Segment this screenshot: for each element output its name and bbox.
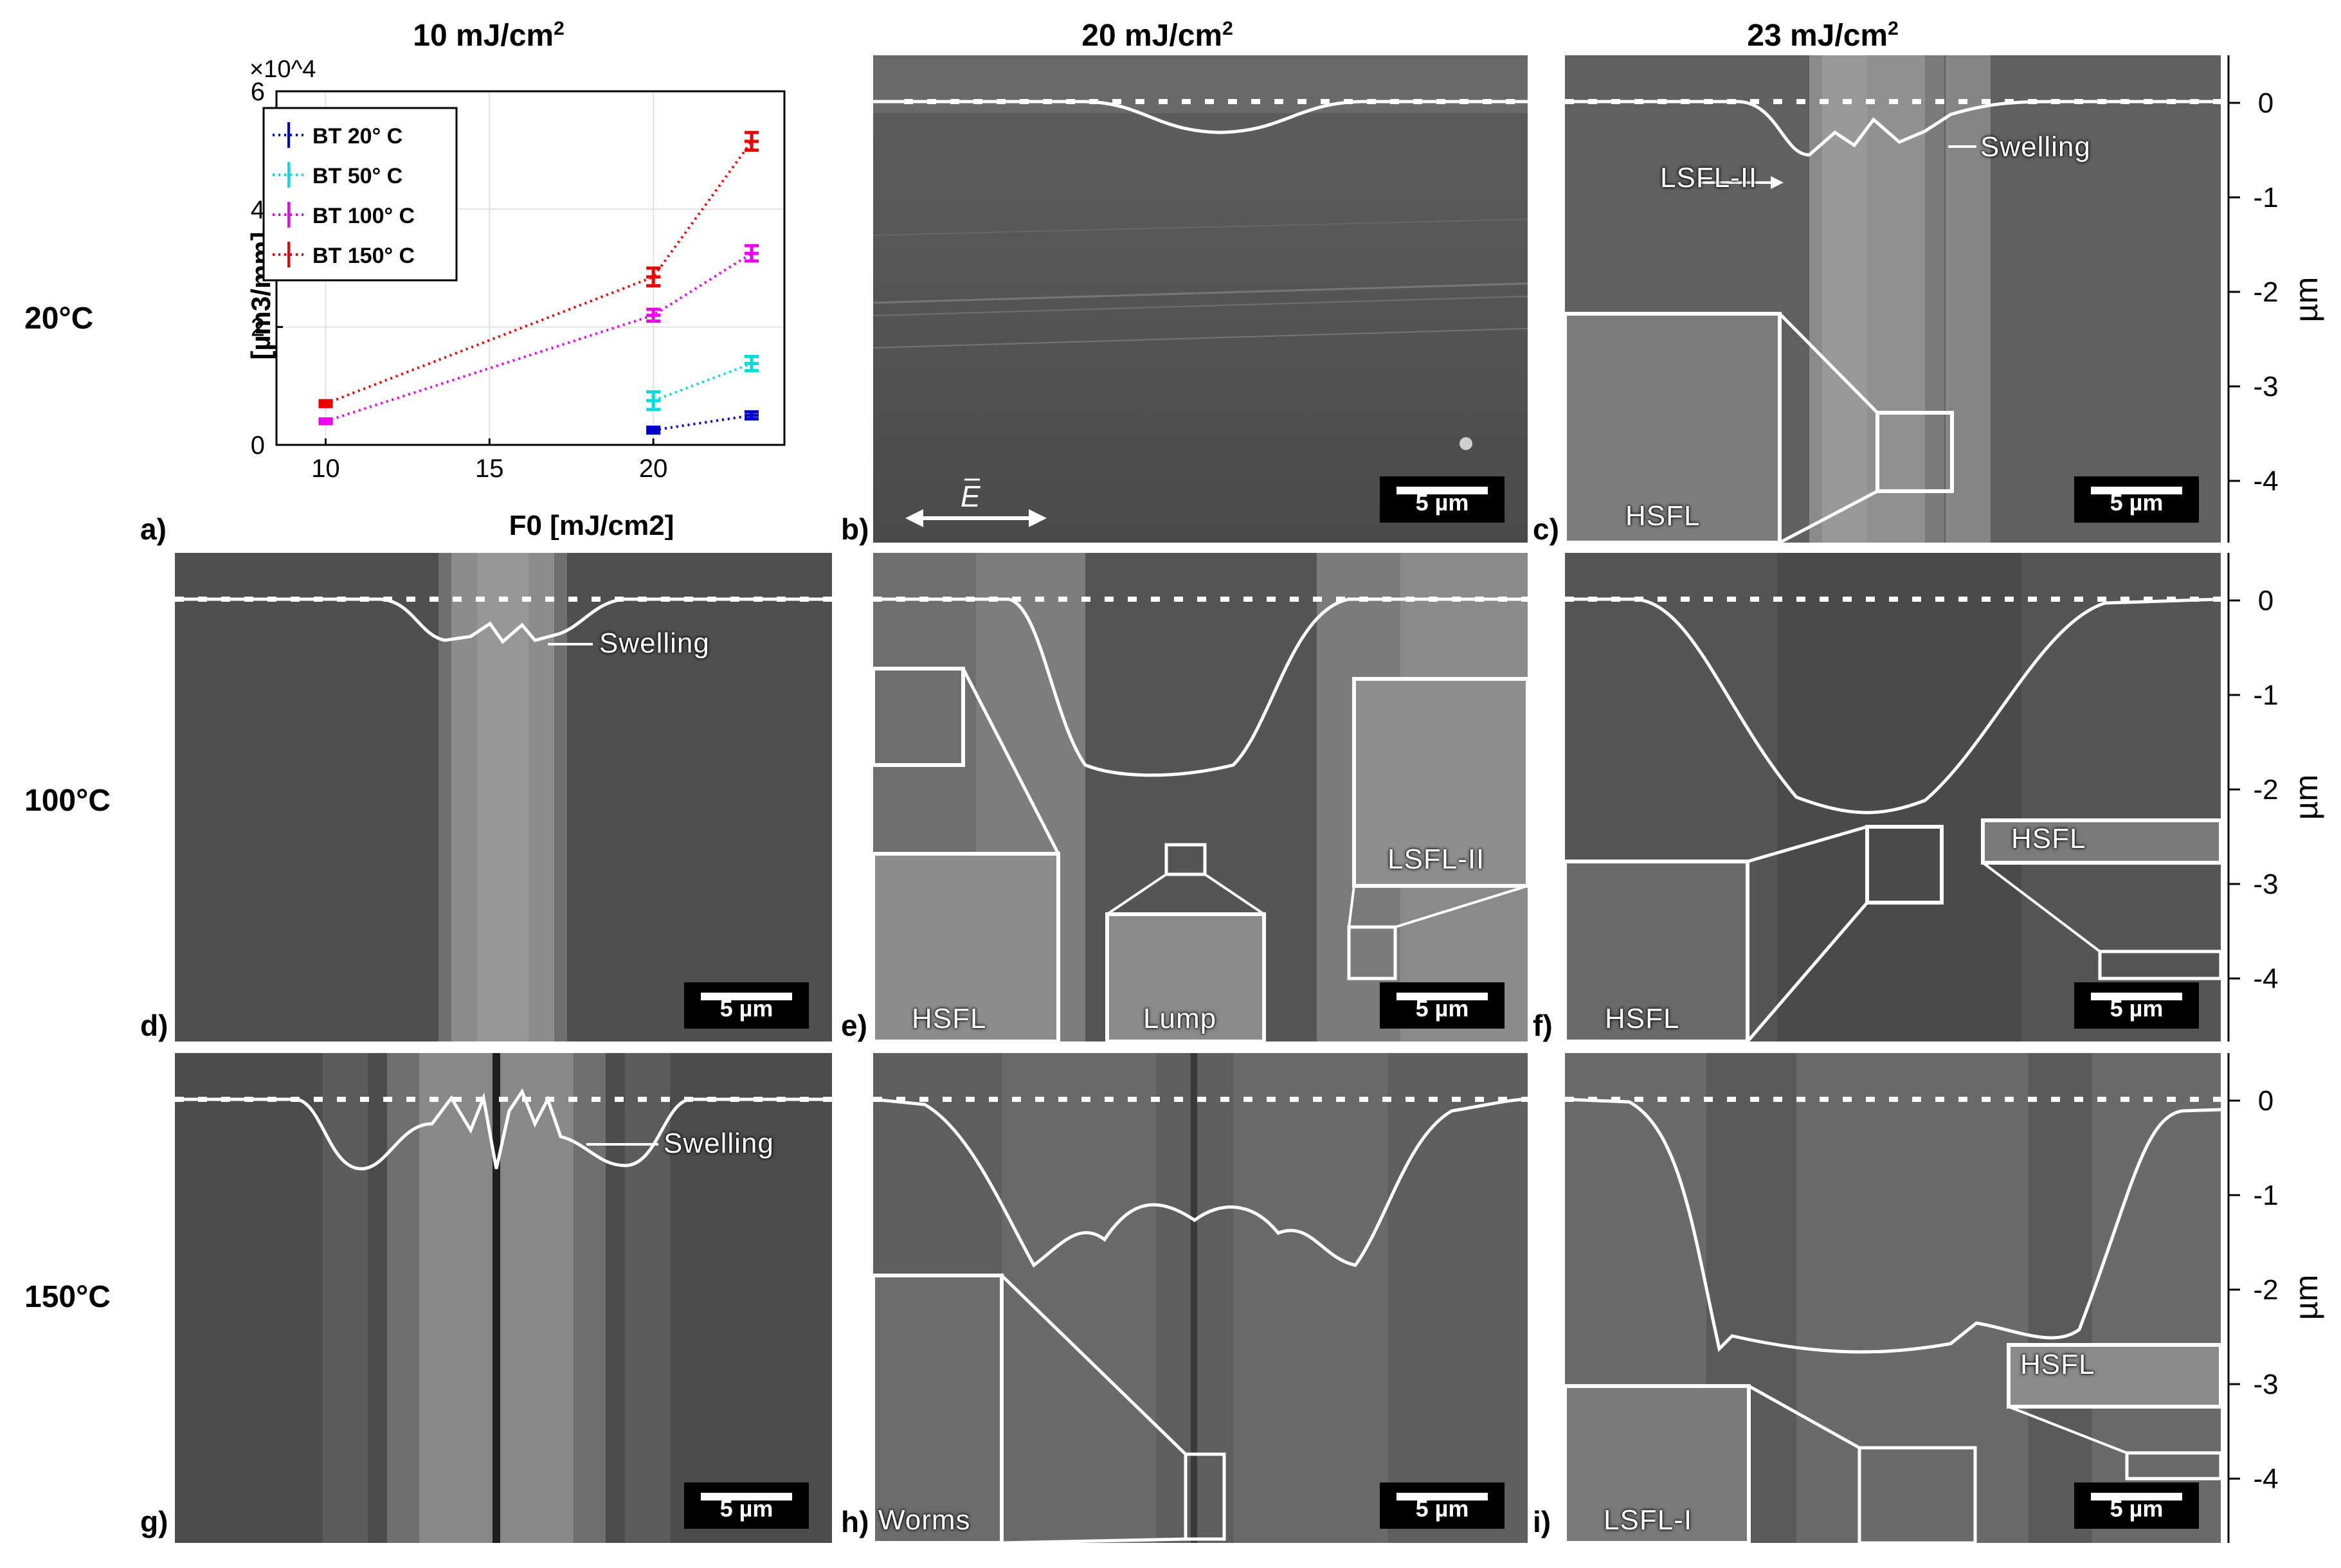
column-header-23: 23 mJ/cm2 (1747, 18, 1899, 53)
legend-label: BT 150° C (312, 244, 415, 268)
label-hsfl-c: HSFL (1625, 500, 1701, 532)
sem-image-g (175, 1053, 832, 1543)
depth-tick-label: -3 (2253, 1369, 2278, 1400)
scale-bar-i: 5 µm (2074, 1482, 2199, 1529)
sem-panel-c: LSFL-II Swelling HSFL 5 µm (1565, 55, 2221, 543)
legend-label: BT 20° C (312, 124, 402, 149)
sem-image-b (873, 55, 1528, 543)
chart-series (318, 131, 759, 435)
sem-image-f (1565, 553, 2221, 1041)
label-hsfl-i: HSFL (2020, 1349, 2095, 1380)
depth-tick-label: -2 (2253, 276, 2278, 308)
panel-label-c: c) (1533, 512, 1559, 546)
y-tick-label: 6 (251, 78, 265, 106)
legend-label: BT 50° C (312, 164, 402, 188)
depth-tick-label: 0 (2258, 87, 2273, 119)
depth-tick-label: -2 (2253, 1274, 2278, 1306)
label-lump-e: Lump (1143, 1003, 1217, 1034)
scale-bar-f: 5 µm (2074, 982, 2199, 1029)
scale-bar-e: 5 µm (1380, 982, 1505, 1029)
sem-panel-f: HSFL HSFL 5 µm (1565, 553, 2221, 1041)
sem-panel-g: Swelling 5 µm (175, 1053, 832, 1543)
legend-label: BT 100° C (312, 204, 415, 228)
depth-axis-row2: 0 -1 -2 -3 -4 µm (2227, 553, 2324, 1041)
chart-ticks: 10 15 20 0 2 4 6 (251, 78, 668, 483)
panel-label-b: b) (841, 512, 869, 546)
label-hsfl-f-right: HSFL (2011, 823, 2086, 854)
chart-multiplier: ×10^4 (249, 56, 316, 83)
scale-bar-b: 5 µm (1380, 476, 1505, 523)
series-line (653, 362, 752, 402)
label-hsfl-e: HSFL (912, 1003, 987, 1034)
depth-tick-label: -4 (2253, 1463, 2278, 1495)
row-header-100c: 100°C (24, 784, 111, 818)
panel-label-f: f) (1533, 1009, 1553, 1042)
x-tick-label: 20 (639, 455, 668, 483)
depth-tick-label: -1 (2253, 680, 2278, 711)
label-hsfl-f-left: HSFL (1605, 1003, 1680, 1034)
label-swelling-g: Swelling (664, 1128, 774, 1159)
panel-label-i: i) (1533, 1505, 1551, 1538)
panel-label-h: h) (841, 1505, 869, 1538)
depth-tick-label: 0 (2258, 1085, 2273, 1117)
scale-bar-h: 5 µm (1380, 1482, 1505, 1529)
label-swelling-d: Swelling (599, 627, 710, 659)
depth-tick-label: -1 (2253, 1180, 2278, 1211)
sem-image-h (873, 1053, 1528, 1543)
scale-bar-c: 5 µm (2074, 476, 2199, 523)
svg-text:µm: µm (2288, 1275, 2324, 1320)
depth-axis-row3: 0 -1 -2 -3 -4 µm (2227, 1053, 2324, 1543)
scale-bar-d: 5 µm (684, 982, 809, 1029)
x-tick-label: 10 (311, 455, 340, 483)
sem-panel-e: HSFL Lump LSFL-II 5 µm (873, 553, 1528, 1041)
depth-tick-label: -3 (2253, 371, 2278, 402)
y-tick-label: 4 (251, 195, 265, 224)
sem-panel-d: Swelling 5 µm (175, 553, 832, 1041)
depth-tick-label: -2 (2253, 774, 2278, 806)
panel-label-a: a) (140, 512, 167, 546)
series-line (325, 140, 753, 405)
scale-bar-g: 5 µm (684, 1482, 809, 1529)
panel-label-d: d) (140, 1009, 168, 1042)
legend-box (262, 107, 458, 282)
x-tick-label: 15 (475, 455, 504, 483)
row-header-20c: 20°C (24, 302, 94, 336)
e-field-arrow: E (905, 478, 1047, 527)
label-lsfl-ii-e: LSFL-II (1387, 843, 1485, 875)
y-tick-label: 2 (251, 314, 265, 342)
label-worms-h: Worms (878, 1504, 971, 1536)
sem-image-i (1565, 1053, 2221, 1543)
depth-tick-label: -1 (2253, 182, 2278, 213)
depth-tick-label: -3 (2253, 869, 2278, 900)
svg-text:µm: µm (2288, 277, 2324, 322)
label-lsfl-i-i: LSFL-I (1604, 1504, 1693, 1536)
column-header-10: 10 mJ/cm2 (413, 18, 565, 53)
svg-text:µm: µm (2288, 775, 2324, 820)
y-tick-label: 0 (251, 431, 265, 460)
panel-label-g: g) (140, 1505, 168, 1538)
chart-legend: BT 20° C BT 50° C BT 100° C BT 150° C (262, 107, 458, 282)
sem-panel-b: E 5 µm (873, 55, 1528, 543)
column-header-20: 20 mJ/cm2 (1081, 18, 1233, 53)
series-line (653, 414, 752, 432)
label-swelling-c: Swelling (1980, 131, 2091, 163)
sem-panel-i: HSFL LSFL-I 5 µm (1565, 1053, 2221, 1543)
depth-tick-label: -4 (2253, 465, 2278, 497)
panel-label-e: e) (841, 1009, 867, 1042)
row-header-150c: 150°C (24, 1280, 111, 1314)
sem-image-c (1565, 55, 2221, 543)
chart-x-label: F0 [mJ/cm2] (509, 510, 674, 540)
svg-text:E: E (961, 480, 981, 513)
depth-tick-label: 0 (2258, 585, 2273, 617)
label-lsfl-ii-c: LSFL-II (1660, 162, 1758, 194)
depth-tick-label: -4 (2253, 963, 2278, 995)
sem-panel-h: Worms 5 µm (873, 1053, 1528, 1543)
depth-axis-row1: 0 -1 -2 -3 -4 µm (2227, 55, 2324, 543)
sem-image-d (175, 553, 832, 1041)
sem-image-e (873, 553, 1528, 1041)
